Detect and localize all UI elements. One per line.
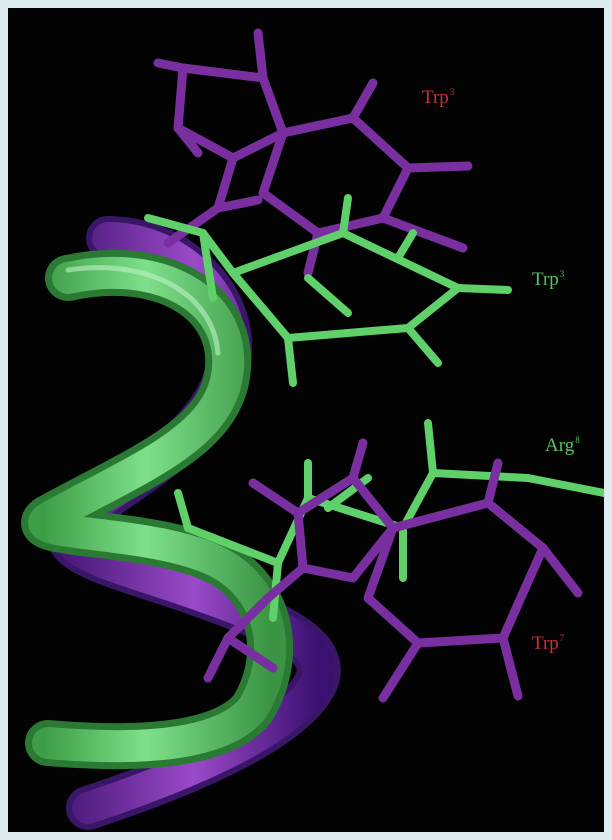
purple-trp-top-sidechain [153,28,473,278]
trp-green-label: Trp3 [532,269,565,290]
green-trp-sidechain [144,194,512,387]
trp-top-red-label: Trp3 [422,87,455,108]
purple-trp-bottom-sidechain [203,438,583,703]
molecule-rendering [21,28,604,830]
green-backbone-ribbon [21,249,294,770]
arg-green-label: Arg8 [545,435,580,456]
trp-bottom-red-label: Trp7 [532,633,565,654]
molecular-structure-image: Trp3 Trp3 Arg8 Trp7 [8,8,604,832]
